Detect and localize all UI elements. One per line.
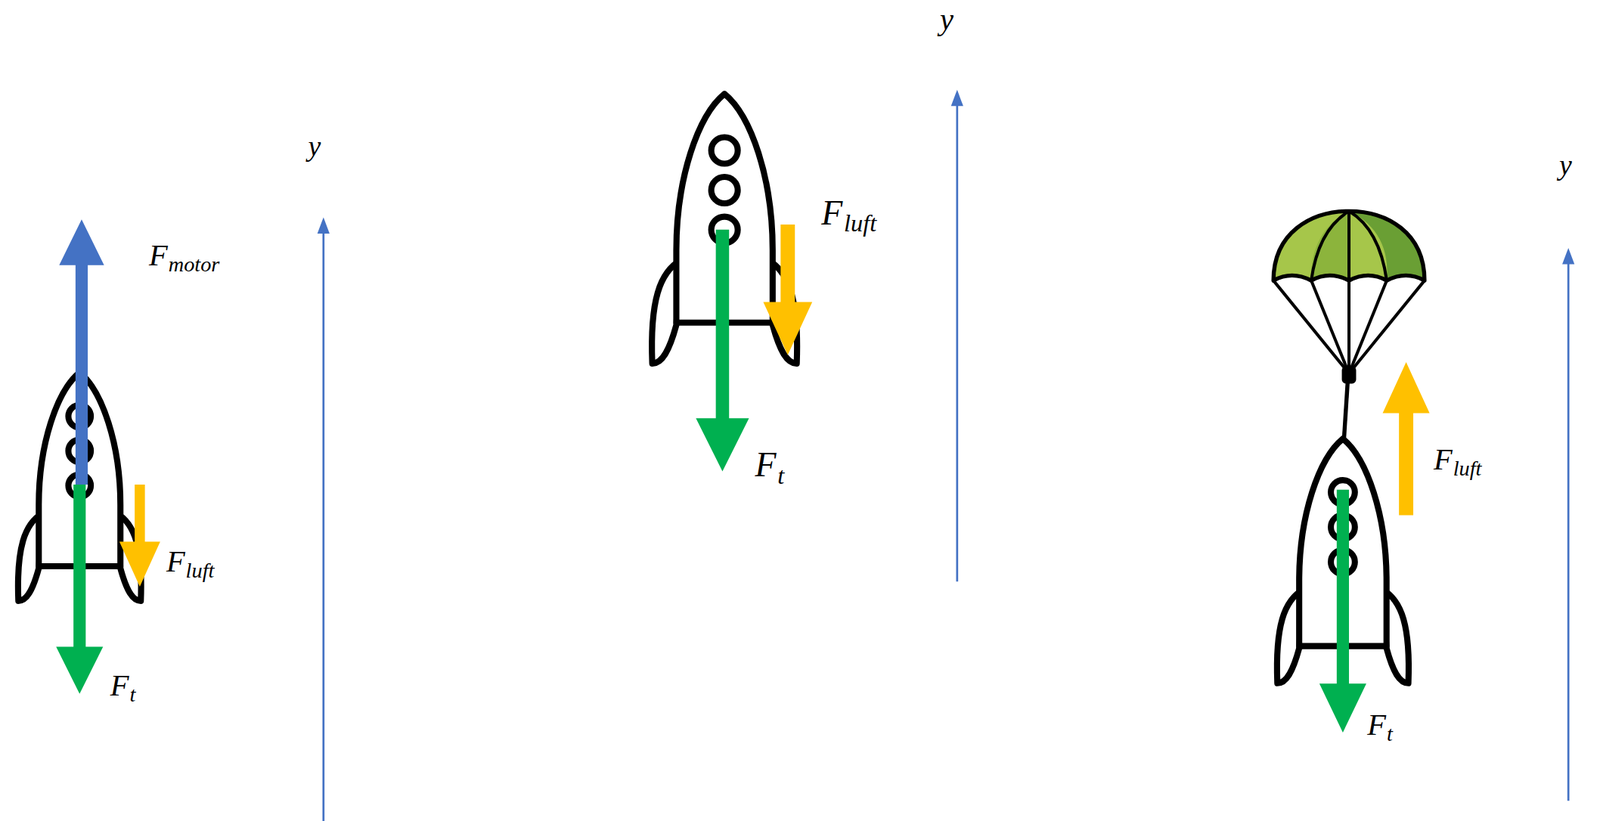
force-subscript: t bbox=[129, 684, 136, 706]
force-symbol: F bbox=[1367, 709, 1387, 740]
canopy-seam bbox=[1311, 210, 1349, 281]
force-symbol: F bbox=[166, 545, 186, 577]
force-subscript: t bbox=[777, 463, 785, 488]
axis-arrowhead bbox=[317, 217, 330, 234]
axis-arrowhead bbox=[951, 89, 964, 107]
force-subscript: t bbox=[1386, 722, 1393, 745]
canopy-gore bbox=[1311, 210, 1349, 281]
parachute-cord bbox=[1348, 280, 1387, 374]
force-symbol: F bbox=[1433, 443, 1453, 475]
canopy-seam bbox=[1347, 210, 1351, 281]
force-arrow bbox=[58, 219, 104, 485]
force-arrow bbox=[55, 484, 103, 695]
force-arrow bbox=[1319, 489, 1367, 733]
axis-arrowhead bbox=[1562, 248, 1575, 265]
canopy-seam bbox=[1348, 210, 1387, 281]
force-arrow bbox=[1382, 362, 1430, 515]
rocket-window bbox=[711, 136, 738, 164]
force-subscript: luft bbox=[1453, 457, 1483, 479]
canopy-gore bbox=[1348, 210, 1425, 281]
parachute-knot bbox=[1342, 365, 1357, 384]
force-symbol: F bbox=[148, 239, 168, 270]
parachute-cord bbox=[1273, 280, 1349, 374]
force-symbol: F bbox=[755, 447, 777, 483]
parachute-cord bbox=[1347, 280, 1351, 374]
force-symbol: F bbox=[110, 670, 130, 701]
axis-line bbox=[955, 104, 959, 583]
axis-line bbox=[322, 231, 325, 821]
parachute-cord bbox=[1348, 280, 1425, 374]
force-subscript: luft bbox=[843, 211, 877, 236]
force-arrow bbox=[762, 224, 813, 356]
rocket-window bbox=[711, 176, 738, 204]
force-arrow bbox=[119, 484, 161, 587]
force-subscript: luft bbox=[186, 559, 215, 581]
parachute-cord bbox=[1311, 280, 1349, 374]
axis-label: y bbox=[308, 132, 322, 162]
force-arrow bbox=[695, 229, 749, 472]
canopy-outline bbox=[1273, 210, 1425, 281]
parachute-line bbox=[1343, 377, 1348, 441]
force-subscript: motor bbox=[168, 253, 221, 275]
axis-label: y bbox=[1559, 151, 1573, 180]
axis-label: y bbox=[939, 3, 954, 35]
canopy bbox=[1273, 210, 1425, 281]
axis-line bbox=[1567, 262, 1570, 802]
force-symbol: F bbox=[821, 195, 843, 231]
